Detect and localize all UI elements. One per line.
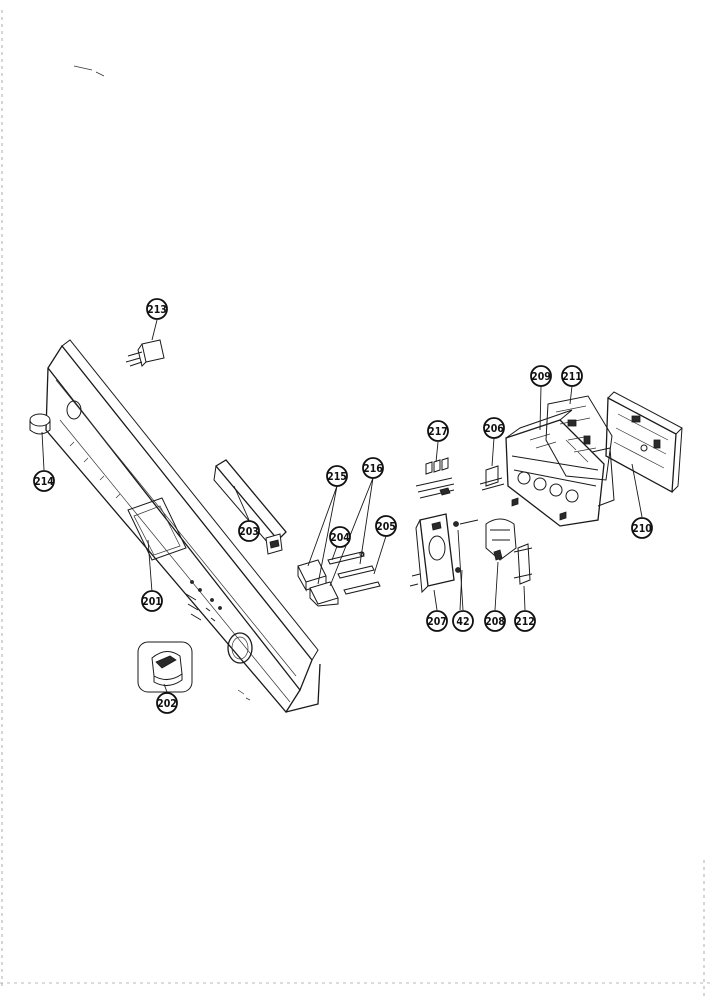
module-bracket-part [409,513,455,594]
svg-text:209: 209 [531,371,551,383]
svg-text:207: 207 [427,616,447,628]
button-block-part [297,559,339,607]
callout-214: 214 [33,470,55,492]
callout-207: 207 [426,610,448,632]
sensor-part [513,543,533,585]
connector-part [479,465,505,491]
svg-text:216: 216 [363,463,383,475]
selector-switch-part [485,518,517,561]
program-knob-part [137,641,193,693]
callout-210: 210 [631,517,653,539]
callout-201: 201 [141,590,163,612]
svg-text:215: 215 [327,471,347,483]
svg-text:211: 211 [562,371,582,383]
button-cap-part [29,413,51,435]
switch-part [125,339,165,367]
callout-208: 208 [484,610,506,632]
svg-text:210: 210 [632,523,652,535]
callout-213: 213 [146,298,168,320]
bracket-part [213,459,287,555]
callout-203: 203 [238,520,260,542]
svg-text:201: 201 [142,596,162,608]
callout-216: 216 [362,457,384,479]
svg-text:213: 213 [147,304,167,316]
svg-text:208: 208 [485,616,505,628]
svg-text:206: 206 [484,423,504,435]
svg-text:214: 214 [34,476,54,488]
callout-205: 205 [375,515,397,537]
main-module-part [505,409,615,527]
callout-204: 204 [329,526,351,548]
screws-part [453,519,479,611]
svg-text:203: 203 [239,526,259,538]
leader-lines [41,319,643,693]
callout-202: 202 [156,692,178,714]
control-panel-part [45,339,321,714]
callout-42: 42 [452,610,474,632]
callout-206: 206 [483,417,505,439]
callout-209: 209 [530,365,552,387]
callout-212: 212 [514,610,536,632]
callout-215: 215 [326,465,348,487]
circuit-board-part [545,395,613,481]
cover-plate-part [605,391,683,494]
svg-text:42: 42 [456,616,469,628]
scan-border-marks [0,10,713,1000]
callout-217: 217 [427,420,449,442]
light-guide-rods [327,551,381,595]
callout-211: 211 [561,365,583,387]
svg-text:212: 212 [515,616,535,628]
svg-text:204: 204 [330,532,350,544]
svg-text:202: 202 [157,698,177,710]
light-pipes-part [415,457,455,499]
svg-text:205: 205 [376,521,396,533]
svg-text:217: 217 [428,426,448,438]
